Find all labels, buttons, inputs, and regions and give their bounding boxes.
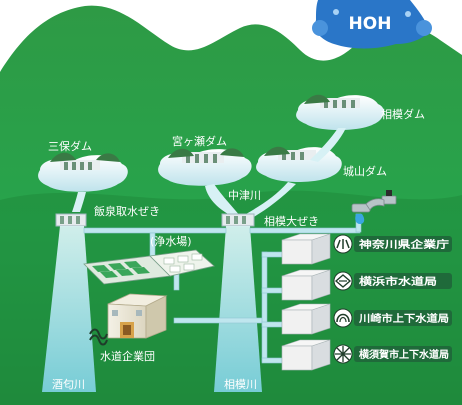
supply-building-3 [281, 303, 331, 335]
supply-building-4 [281, 339, 331, 371]
label-purification-plant: (浄水場) [150, 234, 192, 248]
hoh-character: HOH [312, 0, 432, 49]
miyagase-dam-island [158, 148, 252, 186]
org-badge-4 [354, 346, 452, 362]
shiroyama-stream [246, 182, 296, 218]
label-sagami-dam: 相模ダム [381, 107, 425, 121]
yokosuka-emblem-icon [333, 344, 353, 364]
label-nakatsu-river: 中津川 [228, 189, 261, 202]
supply-building-1 [281, 233, 331, 265]
nakatsu-stream [205, 184, 240, 216]
organization-badges [354, 236, 452, 362]
iizumi-weir [55, 213, 87, 227]
label-sagami-oozeki: 相模大ぜき [264, 214, 319, 228]
sagami-dam-island [296, 94, 384, 130]
label-sagami-river: 相模川 [224, 378, 257, 391]
sakawa-river [42, 226, 96, 392]
sagami-upper-stream [310, 128, 346, 162]
kanagawa-emblem-icon [333, 234, 353, 254]
org-name-kanagawa: 神奈川県企業庁 [359, 238, 449, 251]
yokohama-emblem-icon [333, 271, 353, 291]
hoh-label: HOH [349, 14, 392, 34]
miho-stream [72, 192, 86, 212]
purification-plant [83, 249, 215, 285]
org-badge-3 [354, 310, 452, 326]
label-miho-dam: 三保ダム [48, 139, 92, 153]
label-sakawa-river: 酒匂川 [52, 378, 85, 391]
org-name-yokosuka: 横須賀市上下水道局 [359, 348, 449, 361]
authority-logo-icon [89, 328, 108, 346]
label-water-authority: 水道企業団 [100, 349, 155, 363]
faucet-icon [351, 190, 397, 224]
miho-dam-island [38, 152, 128, 192]
sagami-oozeki-weir [221, 213, 255, 227]
label-shiroyama-dam: 城山ダム [343, 164, 387, 178]
authority-building [107, 293, 168, 339]
org-name-yokohama: 横浜市水道局 [359, 275, 437, 288]
org-badge-1 [354, 236, 452, 252]
label-miyagase-dam: 宮ヶ瀬ダム [172, 134, 227, 148]
label-iizumi-weir: 飯泉取水ぜき [94, 204, 160, 218]
shiroyama-dam-island [256, 146, 342, 182]
supply-building-2 [281, 269, 331, 301]
sagami-river [214, 226, 262, 392]
org-name-kawasaki: 川崎市上下水道局 [358, 312, 449, 325]
supply-buildings [281, 233, 331, 371]
kawasaki-emblem-icon [333, 308, 353, 328]
org-badge-2 [354, 273, 452, 289]
pipe-network [83, 213, 362, 364]
